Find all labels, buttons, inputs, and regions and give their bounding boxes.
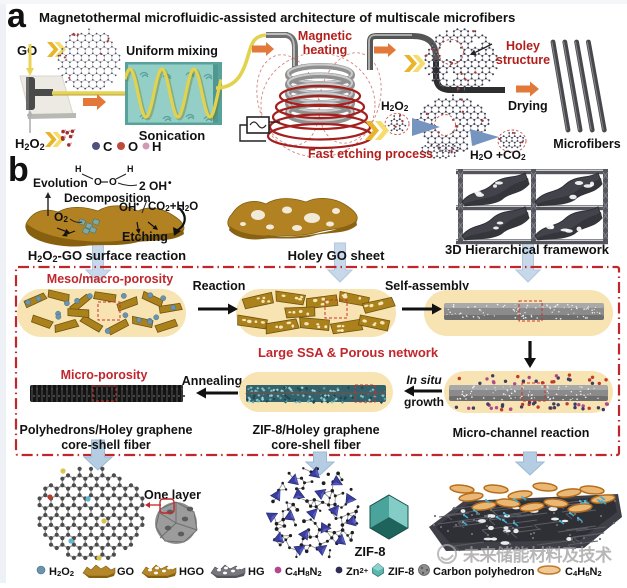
svg-text:H2O2-GO surface reaction: H2O2-GO surface reaction bbox=[28, 248, 186, 264]
svg-text:GO: GO bbox=[117, 566, 135, 578]
svg-text:Holey GO sheet: Holey GO sheet bbox=[288, 248, 385, 263]
svg-text:Large SSA & Porous network: Large SSA & Porous network bbox=[258, 345, 439, 360]
svg-text:a: a bbox=[7, 0, 27, 35]
svg-text:HGO: HGO bbox=[179, 566, 205, 578]
svg-text:core-shell fiber: core-shell fiber bbox=[61, 438, 151, 452]
svg-text:Micro-channel reaction: Micro-channel reaction bbox=[453, 426, 590, 440]
svg-text:C4H8N2: C4H8N2 bbox=[285, 566, 322, 578]
svg-text:O: O bbox=[128, 139, 138, 154]
svg-text:Microfibers: Microfibers bbox=[553, 137, 620, 151]
svg-text:growth: growth bbox=[404, 395, 444, 409]
svg-text:H: H bbox=[75, 164, 82, 174]
svg-text:structure: structure bbox=[496, 53, 550, 67]
svg-text:O: O bbox=[94, 177, 102, 188]
svg-text:Magnetothermal microfluidic-as: Magnetothermal microfluidic-assisted arc… bbox=[39, 10, 515, 25]
svg-text:Etching: Etching bbox=[122, 230, 168, 244]
svg-text:•: • bbox=[136, 199, 139, 209]
svg-text:In situ: In situ bbox=[406, 373, 442, 387]
svg-text:HG: HG bbox=[248, 566, 265, 578]
svg-text:Polyhedrons/Holey graphene: Polyhedrons/Holey graphene bbox=[20, 423, 193, 437]
svg-text:Magnetic: Magnetic bbox=[298, 29, 352, 43]
svg-text:b: b bbox=[8, 151, 29, 189]
svg-text:GO: GO bbox=[17, 43, 37, 58]
svg-text:3D Hierarchical framework: 3D Hierarchical framework bbox=[445, 242, 610, 257]
svg-text:Sonication: Sonication bbox=[139, 128, 206, 143]
svg-text:Drying: Drying bbox=[508, 99, 548, 113]
svg-text:Micro-porosity: Micro-porosity bbox=[61, 368, 148, 382]
svg-text:ZIF-8: ZIF-8 bbox=[388, 566, 414, 578]
svg-text:C: C bbox=[103, 139, 113, 154]
svg-text:core-shell fiber: core-shell fiber bbox=[271, 438, 361, 452]
svg-text:Meso/macro-porosity: Meso/macro-porosity bbox=[47, 272, 173, 286]
svg-text:Evolution: Evolution bbox=[33, 176, 88, 190]
svg-text:heating: heating bbox=[303, 43, 347, 57]
svg-text:Reaction: Reaction bbox=[193, 279, 246, 293]
svg-text:Carbon polyhedron: Carbon polyhedron bbox=[433, 566, 535, 578]
svg-text:未来储能材料及技术: 未来储能材料及技术 bbox=[462, 545, 612, 565]
svg-text:ZIF-8: ZIF-8 bbox=[354, 544, 385, 559]
svg-text:H: H bbox=[127, 164, 134, 174]
svg-text:Holey: Holey bbox=[506, 39, 540, 53]
svg-text:Uniform mixing: Uniform mixing bbox=[126, 44, 218, 58]
svg-text:•: • bbox=[168, 178, 172, 189]
svg-text:C4H6N2: C4H6N2 bbox=[565, 566, 602, 578]
svg-text:ZIF-8/Holey graphene: ZIF-8/Holey graphene bbox=[252, 423, 379, 437]
svg-text:O: O bbox=[109, 177, 117, 188]
svg-text:CO2+H2O: CO2+H2O bbox=[148, 201, 198, 213]
svg-text:Annealing: Annealing bbox=[182, 374, 242, 388]
svg-text:OH: OH bbox=[119, 202, 136, 214]
svg-text:H2O +CO2: H2O +CO2 bbox=[470, 148, 526, 162]
svg-text:Fast etching process: Fast etching process bbox=[308, 147, 433, 161]
